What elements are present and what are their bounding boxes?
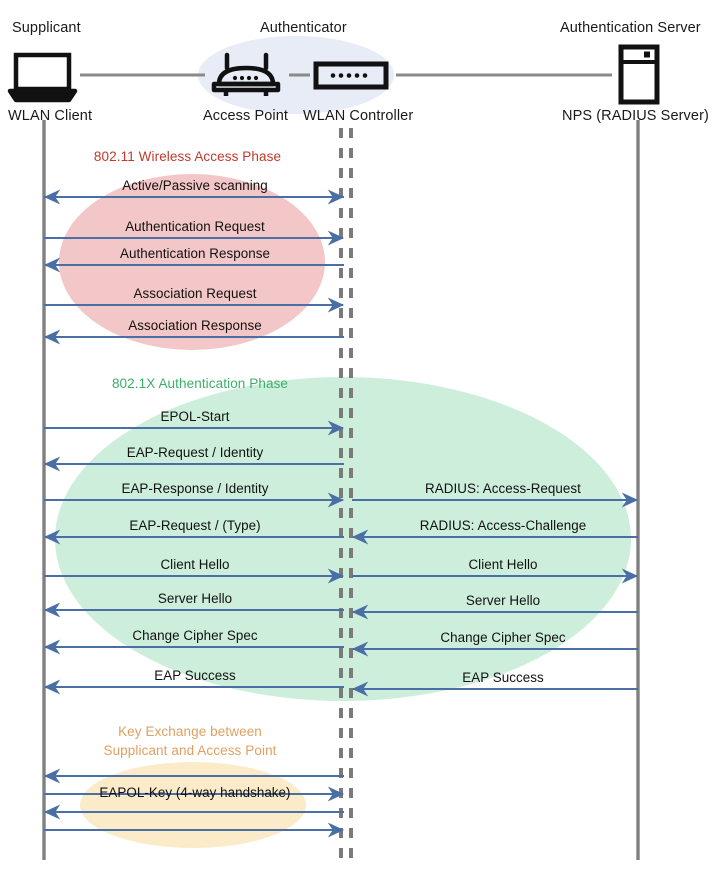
message-label-m-auth-resp: Authentication Response (119, 246, 271, 261)
message-label-m-scan: Active/Passive scanning (122, 178, 268, 193)
laptop-icon (7, 52, 78, 103)
phase-8021x-ellipse (55, 377, 631, 701)
phase-label-phase-80211: 802.11 Wireless Access Phase (93, 149, 282, 164)
message-label-r-access-request: RADIUS: Access-Request (425, 481, 581, 496)
role-title-supplicant: Supplicant (12, 20, 81, 36)
message-label-m-auth-req: Authentication Request (125, 219, 265, 234)
message-label-r-ccs: Change Cipher Spec (440, 630, 566, 645)
message-label-m-eap-resp-id: EAP-Response / Identity (121, 481, 269, 496)
message-label-m-eap-req-type: EAP-Request / (Type) (129, 518, 261, 533)
node-caption-wlan-controller: WLAN Controller (303, 108, 414, 124)
message-label-r-access-challenge: RADIUS: Access-Challenge (419, 518, 587, 533)
message-label-m-eap-req-id: EAP-Request / Identity (126, 445, 264, 460)
message-label-r-eap-success: EAP Success (462, 670, 544, 685)
message-arrows-left (43, 189, 345, 838)
node-caption-wlan-client: WLAN Client (8, 108, 93, 124)
message-label-r-server-hello: Server Hello (465, 593, 541, 608)
phase-key-exchange-ellipse (80, 762, 306, 848)
phase-label-phase-8021x: 802.1X Authentication Phase (111, 376, 289, 391)
message-label-r-client-hello: Client Hello (468, 557, 538, 572)
message-label-m-server-hello: Server Hello (157, 591, 233, 606)
message-label-m-ccs: Change Cipher Spec (132, 628, 258, 643)
message-label-m-client-hello: Client Hello (160, 557, 230, 572)
phase-ellipses (55, 174, 631, 848)
message-arrows-right (351, 492, 639, 697)
access-point-icon (211, 52, 281, 96)
node-caption-nps-server: NPS (RADIUS Server) (562, 108, 709, 124)
message-label-m-assoc-req: Association Request (133, 286, 257, 301)
role-title-authenticator: Authenticator (260, 20, 347, 36)
overlay-label-eapol-key-label: EAPOL-Key (4-way handshake) (99, 785, 291, 800)
phase-80211-ellipse (59, 174, 325, 350)
server-icon (618, 44, 660, 105)
message-label-m-eapol-start: EPOL-Start (160, 409, 230, 424)
message-label-m-assoc-resp: Association Response (128, 318, 262, 333)
node-caption-access-point: Access Point (203, 108, 289, 124)
wlan-controller-icon (313, 61, 389, 90)
message-label-m-eap-success: EAP Success (154, 668, 236, 683)
role-title-auth-server: Authentication Server (560, 20, 701, 36)
